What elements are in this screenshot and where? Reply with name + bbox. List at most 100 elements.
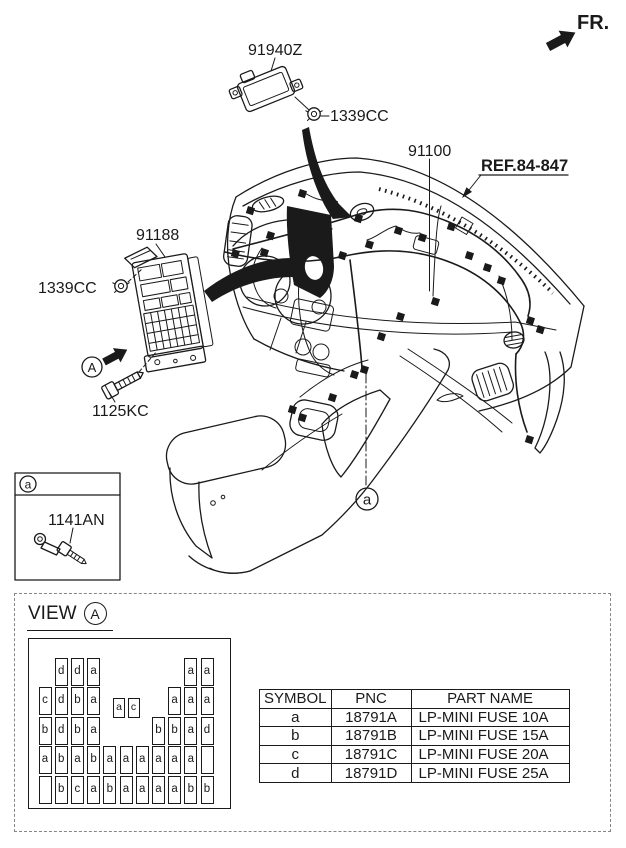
fuse-cell: d [70, 657, 84, 686]
fr-label: FR. [577, 12, 609, 34]
fuse-cell: a [70, 746, 84, 774]
junction-box-drawing [124, 246, 214, 373]
fuse-cell: b [87, 746, 101, 774]
fuse-table-cell-part_name: LP-MINI FUSE 25A [410, 763, 570, 783]
ref-label: REF.84-847 [481, 157, 568, 175]
fuse-cell: a [87, 657, 101, 686]
harness-part-label: 91100 [408, 143, 451, 160]
wiring-harness [219, 189, 546, 445]
console-marker-letter: a [363, 492, 372, 509]
view-marker: A [81, 356, 103, 378]
col-header-part-name: PART NAME [410, 689, 570, 709]
fuse-cell: b [184, 775, 198, 804]
fuse-cell: a [87, 716, 101, 745]
fuse-cell: a [135, 746, 149, 774]
ref-arrowhead [462, 187, 472, 198]
view-marker-letter: A [88, 360, 97, 375]
fuse-table-cell-pnc: 18791A [330, 707, 412, 728]
center-console [165, 348, 450, 574]
callout-lines [108, 57, 569, 488]
detail-box-marker-letter: a [25, 478, 32, 492]
fuse-table-cell-symbol: c [259, 744, 332, 765]
mount-bolt-label: 1125KC [92, 403, 149, 420]
fuse-cell: c [70, 775, 84, 804]
detail-bolt-icon [56, 541, 87, 565]
fuse-cell: a [119, 775, 133, 804]
console-marker: a [355, 487, 379, 511]
fuse-cell: b [38, 716, 52, 745]
fuse-cell: b [54, 775, 68, 804]
windshield-hatch [378, 187, 555, 295]
fuse-cell: b [200, 775, 214, 804]
fuse-cell-floating: c [127, 697, 140, 718]
fuse-cell: a [200, 687, 214, 715]
fuse-table-cell-part_name: LP-MINI FUSE 20A [410, 744, 570, 765]
fr-arrow-icon [543, 24, 580, 56]
view-title-label: VIEW [28, 602, 77, 624]
fuse-cell: b [151, 716, 165, 745]
fuse-cell: d [54, 716, 68, 745]
detail-box: a 1141AN [14, 472, 121, 581]
view-a-title: VIEW A [27, 602, 113, 631]
fuse-cell: a [38, 746, 52, 774]
module-screw-label: 1339CC [330, 108, 389, 125]
fuse-cell: a [184, 746, 198, 774]
fuse-cell: a [119, 746, 133, 774]
fuse-table-cell-part_name: LP-MINI FUSE 15A [410, 726, 570, 746]
col-header-symbol: SYMBOL [259, 689, 332, 709]
harness-connectors [219, 189, 546, 445]
fuse-cell: b [103, 775, 117, 804]
fuse-table-cell-symbol: a [259, 707, 332, 728]
fuse-cell: a [103, 746, 117, 774]
fuse-cell: b [168, 716, 182, 745]
fuse-table-cell-symbol: d [259, 763, 332, 783]
fuse-cell [38, 775, 52, 804]
junction-screw-label: 1339CC [38, 280, 97, 297]
fuse-table-cell-pnc: 18791C [330, 744, 412, 765]
detail-part-label: 1141AN [48, 512, 105, 529]
fuse-cell: b [70, 687, 84, 715]
fuse-cell: a [168, 775, 182, 804]
fuse-cell: a [87, 687, 101, 715]
fuse-cell: d [200, 716, 214, 745]
fuse-cell [200, 746, 214, 774]
fuse-cell: a [168, 687, 182, 715]
fuse-table-cell-part_name: LP-MINI FUSE 10A [410, 707, 570, 728]
module-drawing [228, 65, 304, 113]
fuse-table-cell-pnc: 18791D [330, 763, 412, 783]
fuse-cell: a [87, 775, 101, 804]
fuse-cell: a [151, 775, 165, 804]
fuse-cell: b [54, 746, 68, 774]
fuse-cell: a [200, 657, 214, 686]
center-stack [286, 206, 335, 378]
junction-screw-icon [112, 279, 130, 294]
view-marker-arrow-icon [100, 342, 132, 370]
fuse-cell: d [54, 687, 68, 715]
fuse-cell: d [54, 657, 68, 686]
fuse-cell: a [168, 746, 182, 774]
fuse-table-cell-pnc: 18791B [330, 726, 412, 746]
view-a-circle-marker: A [83, 602, 107, 625]
fuse-cell-floating: a [113, 697, 125, 718]
fuse-cell: a [151, 746, 165, 774]
fuse-cell: c [38, 687, 52, 715]
fuse-cell: a [184, 716, 198, 745]
fuse-table-header-row: SYMBOL PNC PART NAME [259, 689, 570, 709]
module-part-label: 91940Z [248, 42, 302, 59]
fuse-cell: a [184, 687, 198, 715]
dash-vents [223, 195, 525, 402]
view-a-marker-letter: A [90, 605, 100, 622]
fuse-cell: a [184, 657, 198, 686]
col-header-pnc: PNC [330, 689, 412, 709]
ring-terminal-icon [33, 532, 61, 556]
fuse-cell: b [70, 716, 84, 745]
